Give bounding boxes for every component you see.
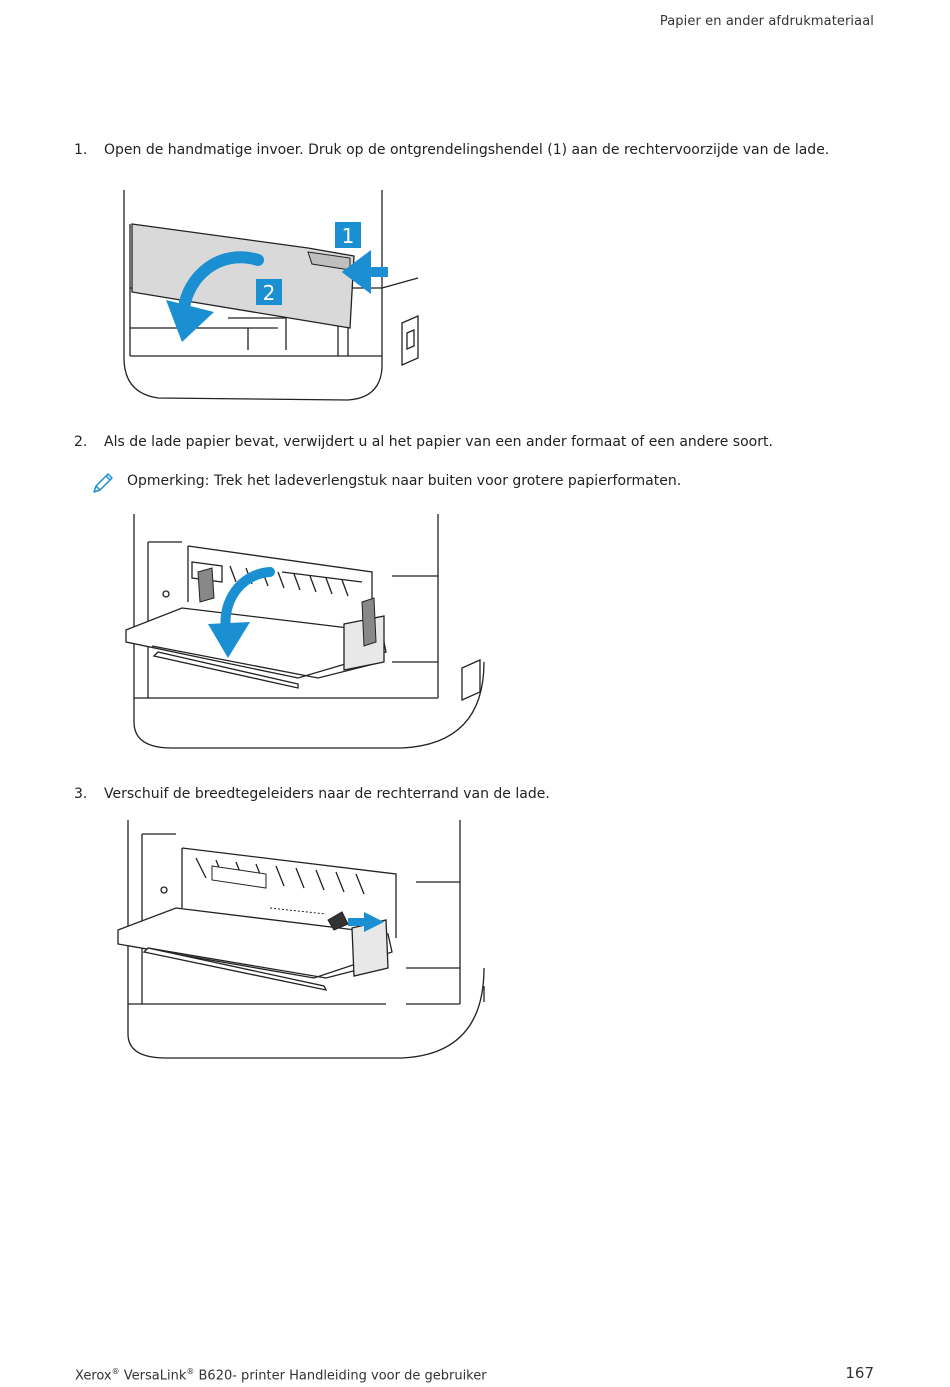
registered-mark-2: ® [186, 1367, 195, 1376]
step-1-text: Open de handmatige invoer. Druk op de on… [104, 142, 830, 158]
note-text: Opmerking: Trek het ladeverlengstuk naar… [127, 473, 682, 489]
footer-product: VersaLink [123, 1368, 187, 1384]
step-1-number: 1. [74, 142, 88, 158]
figure-open-manual-feeder: 1 2 [123, 190, 419, 401]
callout-1-box [335, 222, 361, 248]
registered-mark-1: ® [111, 1367, 120, 1376]
step-2: 2. Als de lade papier bevat, verwijdert u… [74, 434, 773, 450]
step-3-text: Verschuif de breedtegeleiders naar de re… [104, 786, 550, 802]
figure-slide-width-guides [117, 820, 485, 1059]
footer-rest: B620- printer Handleiding voor de gebrui… [194, 1368, 487, 1384]
pencil-icon [93, 473, 113, 493]
step-2-text: Als de lade papier bevat, verwijdert u a… [104, 434, 773, 450]
step-1: 1. Open de handmatige invoer. Druk op de … [74, 142, 829, 158]
step-2-number: 2. [74, 434, 88, 450]
running-header: Papier en ander afdrukmateriaal [659, 14, 874, 29]
step-3: 3. Verschuif de breedtegeleiders naar de … [74, 786, 550, 802]
footer-brand: Xerox [75, 1368, 112, 1384]
page-number: 167 [845, 1364, 874, 1382]
callout-2-box [256, 279, 282, 305]
step-3-number: 3. [74, 786, 88, 802]
figure-remove-paper [125, 514, 485, 749]
callout-1-label: 1 [342, 224, 355, 248]
callout-2-label: 2 [263, 281, 276, 305]
footer-document-title: Xerox® VersaLink® B620- printer Handleid… [75, 1367, 487, 1383]
